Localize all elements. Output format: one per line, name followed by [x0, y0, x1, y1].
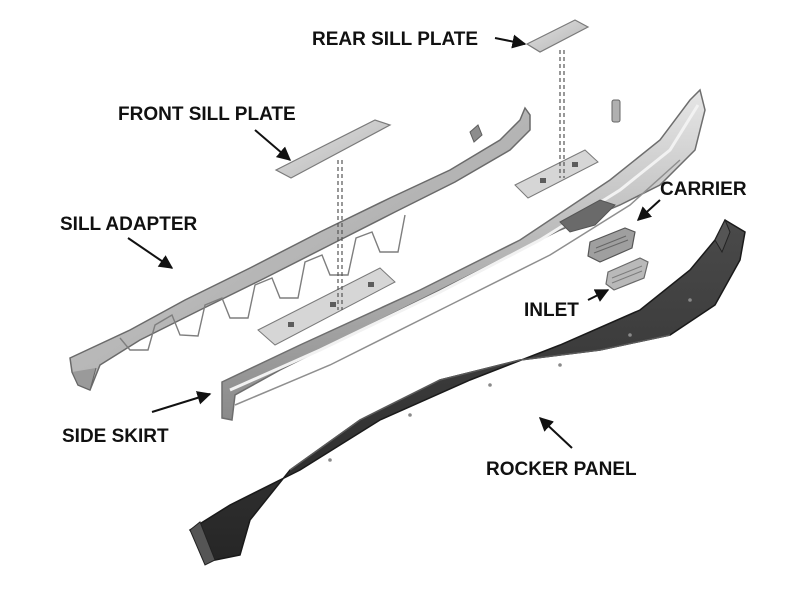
- arrow-carrier: [636, 199, 661, 221]
- arrow-side-skirt: [151, 391, 212, 413]
- arrow-rear-sill-plate: [494, 34, 527, 49]
- clip-part: [611, 99, 621, 123]
- label-front-sill-plate: FRONT SILL PLATE: [118, 104, 296, 125]
- side-skirt-part: [221, 88, 706, 421]
- inlet-part: [605, 257, 649, 291]
- label-sill-adapter: SILL ADAPTER: [60, 214, 198, 235]
- alignment-lines: [337, 50, 565, 310]
- leader-arrows: [127, 34, 661, 449]
- label-carrier: CARRIER: [660, 179, 747, 200]
- label-rear-sill-plate: REAR SILL PLATE: [312, 29, 478, 50]
- rear-sill-plate-part: [525, 19, 590, 53]
- label-inlet: INLET: [524, 300, 579, 321]
- carrier-part: [587, 227, 636, 263]
- arrow-front-sill-plate: [254, 129, 292, 161]
- sill-adapter-part: [69, 106, 531, 391]
- arrow-rocker-panel: [538, 417, 573, 449]
- label-side-skirt: SIDE SKIRT: [62, 426, 169, 447]
- label-rocker-panel: ROCKER PANEL: [486, 459, 637, 480]
- rocker-panel-part: [188, 218, 746, 566]
- arrow-inlet: [587, 289, 610, 302]
- arrow-sill-adapter: [127, 237, 174, 269]
- front-sill-plate-part: [274, 119, 392, 179]
